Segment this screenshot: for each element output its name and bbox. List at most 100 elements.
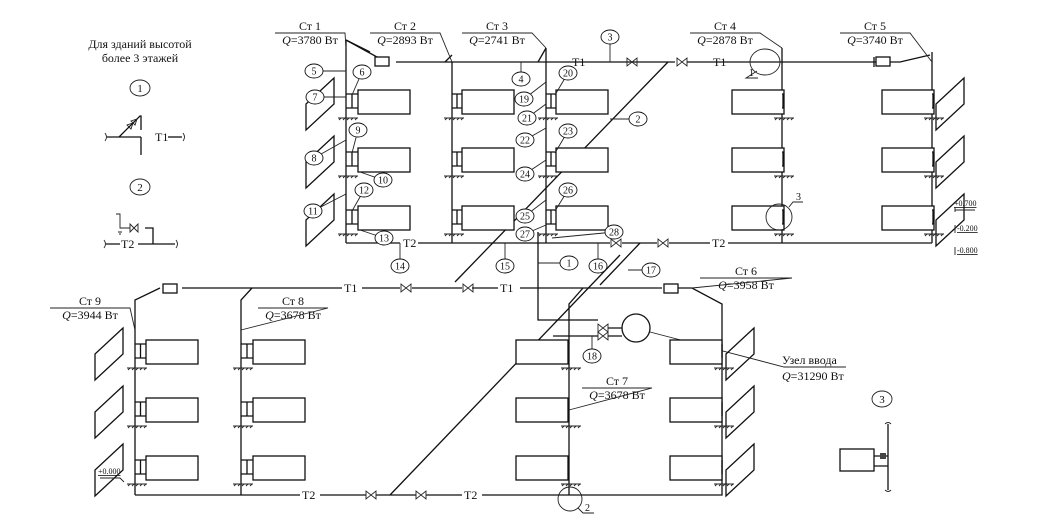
radiator (515, 339, 581, 371)
svg-text:13: 13 (379, 234, 389, 245)
callout-21: 21 (517, 103, 547, 126)
svg-text:7: 7 (313, 93, 318, 104)
svg-text:20: 20 (563, 69, 573, 80)
air-collector-icon (663, 283, 679, 294)
radiator (94, 442, 199, 498)
callout-20: 20 (554, 65, 578, 96)
supply-label: T1 (713, 55, 726, 69)
valve-icon (597, 331, 609, 341)
callout-19: 19 (514, 81, 547, 107)
radiator (94, 326, 199, 382)
radiator-body (461, 147, 515, 173)
radiator (669, 442, 755, 498)
riser-name: Ст 8 (282, 294, 304, 308)
return-label: T2 (712, 236, 725, 250)
radiator-body (252, 455, 306, 481)
lower-radiators (94, 326, 755, 498)
valve-icon (415, 490, 427, 500)
callout-12: 12 (351, 182, 374, 212)
riser-heat-load: Q=2878 Вт (697, 33, 753, 47)
return-label: T2 (302, 488, 315, 502)
wall-plane (935, 76, 965, 132)
radiator (233, 339, 306, 371)
return-label: T2 (403, 236, 416, 250)
upper-return-main: T2 T2 (346, 236, 932, 250)
radiator-icon (839, 448, 875, 472)
svg-text:27: 27 (520, 230, 530, 241)
radiator (515, 397, 581, 429)
break-mark-icon (104, 132, 185, 142)
svg-text:2: 2 (585, 503, 590, 514)
riser-name: Ст 6 (735, 264, 757, 278)
air-collector-icon (374, 56, 390, 67)
callout-13: 13 (359, 229, 394, 246)
lower-return-main: T2 T2 (135, 470, 723, 502)
detail-3-circle (871, 390, 893, 408)
air-collector-icon (875, 56, 891, 67)
radiator-body (731, 147, 785, 173)
callout-28: 28 (551, 224, 624, 240)
callout-3: 3 (600, 29, 620, 62)
radiator-body (515, 455, 569, 481)
radiator (444, 89, 515, 121)
wall-plane (725, 442, 755, 498)
svg-text:2: 2 (636, 115, 641, 126)
break-mark-icon (103, 239, 178, 249)
riser-label-6: Ст 6Q=3958 Вт (691, 264, 793, 292)
riser-label-8: Ст 8Q=3678 Вт (240, 294, 329, 331)
return-label: T2 (464, 488, 477, 502)
valve-icon (462, 283, 474, 293)
radiator (233, 455, 306, 487)
radiator-body (145, 397, 199, 423)
svg-text:1: 1 (567, 259, 572, 270)
callout-11: 11 (303, 193, 347, 219)
radiator (444, 147, 515, 179)
valve-icon (365, 490, 377, 500)
elevation-plus-0700: +0.700 (954, 199, 977, 208)
detail-ref-2: 2 (557, 486, 594, 514)
riser-name: Ст 5 (864, 19, 886, 33)
detail-1-piping (107, 115, 142, 155)
wall-plane (305, 134, 335, 190)
riser-label-4: Ст 4Q=2878 Вт (690, 19, 783, 49)
radiator (444, 205, 515, 237)
radiator-body (731, 89, 785, 115)
elevation-minus-0800: -0.800 (957, 246, 978, 255)
callout-15: 15 (495, 243, 515, 274)
upper-radiators (305, 76, 965, 248)
svg-text:12: 12 (359, 186, 369, 197)
wall-plane (935, 134, 965, 190)
callout-24: 24 (515, 159, 547, 182)
wall-plane (94, 384, 124, 440)
break-mark-icon (884, 422, 892, 492)
callout-1: 1 (538, 255, 579, 271)
upper-supply-main: T1 T1 (345, 39, 931, 69)
radiator-body (881, 89, 935, 115)
riser-8-pipe (240, 287, 253, 495)
callout-16: 16 (588, 243, 608, 274)
radiator-body (555, 147, 609, 173)
elevation-0000: +0.000 (98, 467, 121, 476)
riser-name: Ст 1 (299, 19, 321, 33)
callout-8: 8 (304, 139, 347, 166)
detail-2-piping (106, 227, 175, 245)
svg-text:24: 24 (520, 170, 530, 181)
callout-23: 23 (554, 123, 578, 154)
callout-14: 14 (390, 243, 410, 274)
svg-text:28: 28 (609, 228, 619, 239)
callout-27: 27 (515, 224, 547, 242)
riser-label-5: Ст 5Q=3740 Вт (840, 19, 933, 63)
supply-label: T1 (344, 281, 357, 295)
radiator (538, 147, 609, 179)
radiator-body (145, 455, 199, 481)
riser-label-1: Ст 1Q=3780 Вт (275, 19, 347, 49)
svg-text:25: 25 (520, 212, 530, 223)
svg-text:16: 16 (593, 262, 603, 273)
radiator (731, 89, 794, 121)
detail-3: 3 (839, 390, 893, 492)
radiator-body (669, 397, 723, 423)
detail-ref-3: 3 (765, 192, 803, 231)
radiator (881, 134, 965, 190)
wall-plane (305, 192, 335, 248)
pipe-1 (537, 232, 598, 321)
